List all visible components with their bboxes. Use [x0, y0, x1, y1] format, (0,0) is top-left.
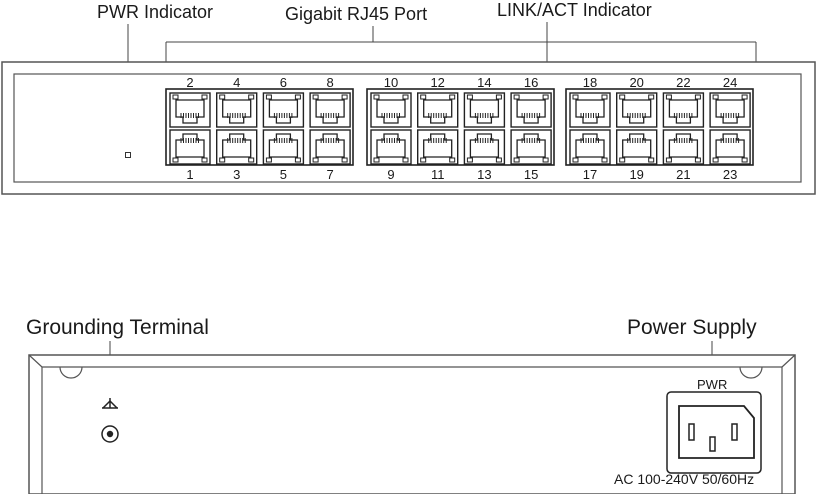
port-number-label: 1 — [186, 167, 193, 182]
port-number-label: 11 — [431, 167, 445, 182]
rj45-port — [169, 129, 211, 165]
pwr-indicator-label: PWR Indicator — [97, 2, 213, 22]
port-number-label: 17 — [583, 167, 597, 182]
front-panel: PWR Indicator Gigabit RJ45 Port LINK/ACT… — [1, 0, 816, 195]
iec-c14-socket-icon — [666, 391, 762, 474]
port-number-label: 3 — [233, 167, 240, 182]
port-number-label: 2 — [186, 75, 193, 90]
grounding-screw-icon — [101, 425, 119, 443]
rj45-port — [616, 92, 658, 128]
port-number-label: 4 — [233, 75, 240, 90]
port-number-label: 8 — [326, 75, 333, 90]
port-group: 18 17 20 19 22 21 24 23 — [565, 75, 754, 182]
power-supply-label: Power Supply — [627, 316, 757, 339]
rj45-port — [463, 129, 506, 165]
link-act-label: LINK/ACT Indicator — [497, 0, 652, 20]
port-number-label: 19 — [629, 167, 643, 182]
rj45-port — [262, 129, 305, 165]
rj45-port — [417, 92, 459, 128]
pwr-indicator-led — [125, 152, 131, 158]
mount-notch-left — [59, 366, 83, 379]
rj45-port — [709, 92, 751, 128]
port-number-label: 5 — [280, 167, 287, 182]
gigabit-port-label: Gigabit RJ45 Port — [285, 4, 427, 24]
port-number-label: 18 — [583, 75, 597, 90]
grounding-terminal-label: Grounding Terminal — [26, 316, 209, 339]
pwr-socket-label: PWR — [697, 377, 727, 392]
rj45-port — [569, 92, 611, 128]
port-number-label: 15 — [524, 167, 538, 182]
rj45-port — [662, 129, 705, 165]
rj45-port — [510, 92, 552, 128]
rj45-port — [262, 92, 305, 128]
rj45-port — [662, 92, 705, 128]
rear-chassis-inner — [41, 366, 783, 494]
port-group: 10 9 12 11 14 13 16 15 — [366, 75, 555, 182]
rj45-port — [569, 129, 611, 165]
rear-panel: Grounding Terminal Power Supply PWR — [26, 316, 796, 494]
port-number-label: 24 — [723, 75, 737, 90]
rj45-port — [309, 129, 351, 165]
ground-symbol-icon — [102, 398, 118, 409]
rj45-port — [370, 129, 412, 165]
rear-chassis-side — [28, 354, 796, 368]
port-number-label: 21 — [676, 167, 690, 182]
rj45-port — [709, 129, 751, 165]
port-number-label: 22 — [676, 75, 690, 90]
port-number-label: 20 — [629, 75, 643, 90]
rj45-port — [169, 92, 211, 128]
rj45-port — [309, 92, 351, 128]
port-number-label: 16 — [524, 75, 538, 90]
mount-notch-right — [739, 366, 763, 379]
rj45-port — [616, 129, 658, 165]
ac-rating-label: AC 100-240V 50/60Hz — [614, 471, 754, 487]
port-number-label: 7 — [326, 167, 333, 182]
rj45-port — [417, 129, 459, 165]
port-number-label: 10 — [384, 75, 398, 90]
port-number-label: 23 — [723, 167, 737, 182]
port-number-label: 9 — [387, 167, 394, 182]
port-number-label: 6 — [280, 75, 287, 90]
port-number-label: 12 — [430, 75, 444, 90]
rj45-port — [215, 92, 258, 128]
port-number-label: 14 — [477, 75, 491, 90]
rj45-port — [463, 92, 506, 128]
rj45-port — [370, 92, 412, 128]
port-group: 2 1 4 3 6 5 8 7 — [165, 75, 354, 182]
rj45-port — [510, 129, 552, 165]
rj45-port — [215, 129, 258, 165]
port-number-label: 13 — [477, 167, 491, 182]
